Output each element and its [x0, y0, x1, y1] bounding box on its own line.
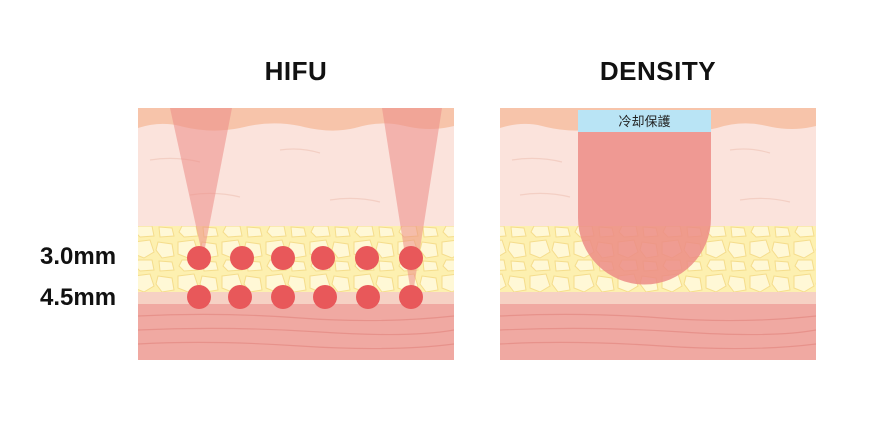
focus-point — [228, 285, 252, 309]
focus-point — [313, 285, 337, 309]
focus-point — [271, 246, 295, 270]
hifu-title: HIFU — [264, 56, 328, 86]
density-title: DENSITY — [599, 56, 717, 86]
rf-heating-zone — [578, 130, 711, 285]
focus-point — [311, 246, 335, 270]
focus-point — [187, 285, 211, 309]
focus-point — [355, 246, 379, 270]
density-skin-cross-section — [500, 108, 816, 360]
fascia-layer — [500, 292, 816, 304]
focus-point — [271, 285, 295, 309]
cooling-label: 冷却保護 — [618, 114, 670, 130]
muscle-layer — [500, 304, 816, 360]
ultrasound-beam-left — [170, 108, 232, 258]
hifu-skin-cross-section — [138, 108, 454, 360]
depth-label-3mm: 3.0mm — [40, 243, 117, 270]
focus-points-4-5mm — [187, 285, 423, 309]
cooling-tip — [578, 110, 711, 132]
muscle-layer — [138, 304, 454, 360]
focus-point — [356, 285, 380, 309]
focus-points-3mm — [187, 246, 423, 270]
focus-point — [399, 285, 423, 309]
depth-label-4-5mm: 4.5mm — [40, 284, 117, 311]
focus-point — [230, 246, 254, 270]
ultrasound-beam-right — [382, 108, 442, 300]
focus-point — [187, 246, 211, 270]
focus-point — [399, 246, 423, 270]
